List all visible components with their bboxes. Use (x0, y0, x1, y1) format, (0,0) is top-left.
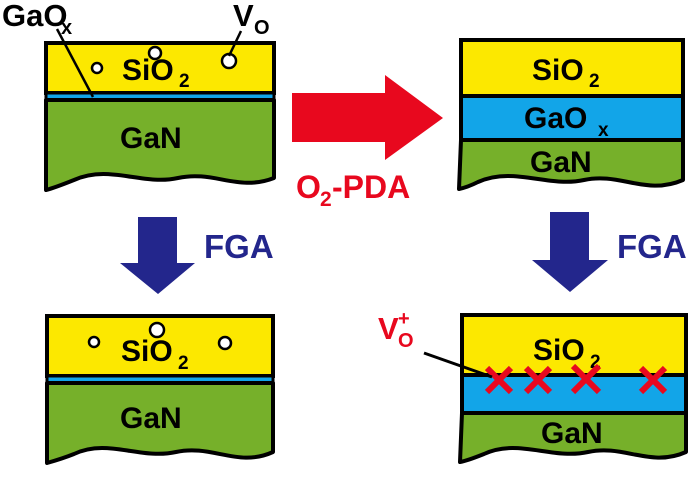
callout-leader-vo-plus (423, 351, 493, 379)
layer-label-gan-top-left: GaN (120, 122, 182, 155)
layer-label-sio2-sub-bottom-right: 2 (590, 352, 601, 373)
layer-label-gan-top-right: GaN (530, 146, 592, 179)
pda-arrow-shape (292, 75, 443, 160)
layer-label-gan-bottom-right: GaN (541, 417, 603, 450)
layer-label-sio2-bottom-right: SiO (533, 334, 585, 367)
process-arrow-fga-right (532, 212, 608, 292)
callout-gaox-sub: x (61, 17, 72, 39)
layer-label-sio2-sub-top-right: 2 (589, 71, 600, 92)
fga-right-arrow-shape (532, 212, 608, 292)
defect-charged-vacancy-x (523, 365, 553, 395)
callout-leader-vo (227, 30, 243, 57)
layer-label-sio2-sub-bottom-left: 2 (178, 353, 189, 374)
callout-vo-base: V (233, 0, 254, 33)
callout-vo-plus-base: V (378, 311, 399, 346)
pda-label-base: O (296, 169, 321, 205)
panel-top-right: SiO 2 GaO x GaN (457, 38, 685, 191)
layer-label-gan-bottom-left: GaN (120, 402, 182, 435)
defect-neutral-vacancy (217, 335, 233, 351)
process-arrow-pda (292, 75, 443, 160)
pda-label-sub: 2 (320, 188, 332, 211)
callout-gaox-base: GaO (2, 0, 67, 33)
layer-label-gaox-top-right: GaO (524, 102, 587, 135)
process-label-pda: O 2 -PDA (296, 169, 410, 211)
layer-gan-bottom-right (458, 411, 688, 464)
defect-neutral-vacancy (90, 61, 104, 75)
defect-charged-vacancy-x (638, 365, 668, 395)
process-label-fga-left: FGA (204, 228, 274, 265)
layer-gan-top-left (44, 98, 276, 192)
callout-vo-plus-sub: O (398, 330, 414, 352)
layer-gan-bottom-left (45, 381, 275, 465)
callout-gaox: GaO x (2, 0, 72, 39)
process-label-fga-right: FGA (617, 228, 687, 265)
defect-charged-vacancy-x (570, 363, 602, 395)
process-arrow-fga-left (120, 217, 195, 294)
panel-top-left: SiO 2 GaN (44, 28, 276, 192)
callout-vo-plus: V O + (378, 308, 414, 352)
callout-vo-plus-sup: + (398, 308, 410, 330)
layer-label-gaox-sub-top-right: x (598, 120, 609, 141)
defect-neutral-vacancy (220, 52, 238, 70)
callout-leader-gaox (55, 28, 95, 98)
layer-gan-top-right (457, 138, 685, 191)
defect-neutral-vacancy (87, 335, 101, 349)
defect-charged-vacancy-x (484, 365, 514, 395)
layer-label-sio2-sub-top-left: 2 (179, 71, 190, 92)
layer-label-sio2-top-right: SiO (532, 54, 584, 87)
defect-neutral-vacancy (147, 45, 163, 61)
layer-label-sio2-top-left: SiO (122, 54, 174, 87)
defect-neutral-vacancy (148, 321, 166, 339)
callout-vo-sub: O (254, 17, 270, 39)
layer-label-sio2-bottom-left: SiO (121, 335, 173, 368)
panel-bottom-left: SiO 2 GaN (45, 314, 275, 465)
fga-left-arrow-shape (120, 217, 195, 294)
pda-label-rest: -PDA (332, 169, 410, 205)
panel-bottom-right: SiO 2 GaN (423, 313, 688, 464)
callout-vo: V O (233, 0, 270, 39)
